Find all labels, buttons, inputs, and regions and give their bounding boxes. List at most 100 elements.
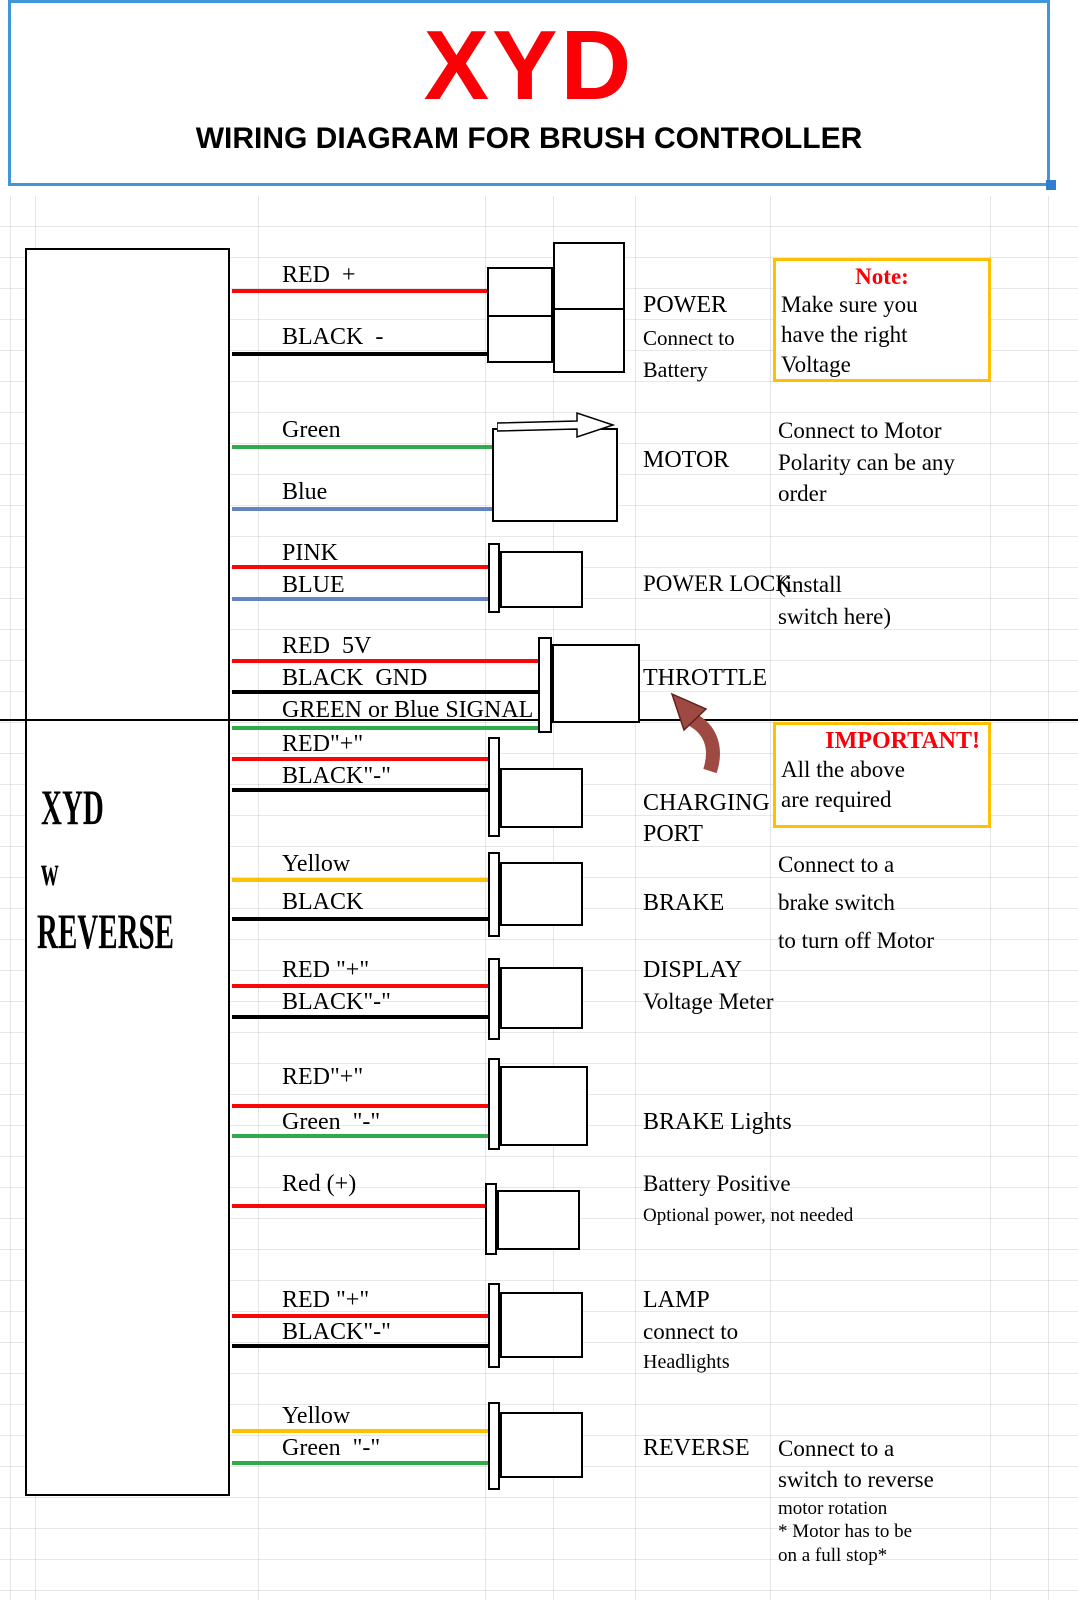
gridline-vertical (1048, 196, 1049, 1600)
note-line1: Make sure you (781, 292, 918, 317)
curved-up-arrow-icon (670, 692, 720, 774)
wire-red-battpos (232, 1204, 485, 1208)
wire-red-throttle (232, 659, 540, 663)
important-line2: are required (781, 787, 892, 812)
wire-blue-motor (232, 507, 492, 511)
lamp-label-line2: connect to (643, 1319, 739, 1344)
wire-label-black-lamp: BLACK"-" (282, 1319, 391, 1345)
reverse-label: REVERSE (643, 1435, 750, 1461)
gridline-vertical (990, 196, 991, 1600)
wire-label-pink: PINK (282, 540, 339, 566)
motor-connector (492, 428, 618, 522)
wire-green-brakelights (232, 1134, 488, 1138)
reverse-connector-pin (488, 1402, 500, 1490)
power-lock-label: POWER LOCK (643, 571, 792, 596)
charging-label-line2: PORT (643, 821, 703, 847)
display-connector-body (500, 967, 583, 1029)
wire-label-yellow-brake: Yellow (282, 851, 351, 877)
reverse-connector-body (500, 1412, 583, 1478)
lock-connector-body (500, 551, 583, 608)
motor-desc2: Polarity can be any (778, 450, 955, 475)
important-title: IMPORTANT! (825, 728, 980, 754)
wire-label-red-charging: RED"+" (282, 731, 364, 757)
wire-label-black-charging: BLACK"-" (282, 763, 391, 789)
brakelights-label: BRAKE Lights (643, 1109, 792, 1135)
lock-connector-pin (488, 543, 500, 613)
wire-green-reverse (232, 1461, 488, 1465)
wire-label-red-battpos: Red (+) (282, 1171, 357, 1197)
reverse-desc5: on a full stop* (778, 1545, 888, 1566)
reverse-desc1: Connect to a (778, 1436, 895, 1461)
lamp-label-line3: Headlights (643, 1351, 730, 1373)
wire-blue-lock (232, 597, 488, 601)
brand-logo-text: XYD (423, 10, 635, 120)
wire-label-red-lamp: RED "+" (282, 1287, 370, 1313)
wire-green-throttle (232, 726, 540, 730)
wire-label-red-plus: RED + (282, 262, 356, 288)
wire-red-charging (232, 757, 488, 761)
gridline-vertical (485, 196, 486, 1600)
reverse-desc4: * Motor has to be (778, 1521, 913, 1542)
connector-divider (553, 307, 625, 310)
wire-label-blue-lock: BLUE (282, 572, 345, 598)
lamp-connector-pin (488, 1283, 500, 1368)
note-title: Note: (855, 264, 909, 289)
battpos-label: Battery Positive (643, 1171, 791, 1196)
battpos-sub: Optional power, not needed (643, 1205, 854, 1226)
power-label: POWER (643, 292, 727, 318)
note-line2: have the right (781, 322, 908, 347)
gridline-vertical (770, 196, 771, 1600)
lamp-connector-body (500, 1292, 583, 1358)
throttle-connector-body (552, 644, 640, 723)
throttle-label: THROTTLE (643, 665, 767, 691)
power-sub2: Battery (643, 357, 708, 382)
wire-black-brake (232, 917, 488, 921)
lock-desc1: (install (778, 572, 842, 597)
wire-yellow-brake (232, 878, 488, 882)
wire-red-display (232, 984, 488, 988)
wire-red-lamp (232, 1314, 488, 1318)
important-box: IMPORTANT! All the above are required (773, 722, 991, 828)
power-connector-small (487, 267, 553, 363)
note-line3: Voltage (781, 352, 851, 377)
brake-connector-pin (488, 852, 500, 937)
brake-desc2: brake switch (778, 890, 895, 915)
brakelights-connector-body (500, 1066, 588, 1146)
brake-desc3: to turn off Motor (778, 928, 935, 953)
wire-label-red-5v: RED 5V (282, 633, 372, 659)
wire-label-yellow-reverse: Yellow (282, 1403, 351, 1429)
wire-red-brakelights (232, 1104, 488, 1108)
controller-label-line3: REVERSE (37, 903, 174, 959)
display-label-line1: DISPLAY (643, 957, 743, 983)
note-box: Note: Make sure you have the right Volta… (773, 258, 991, 382)
wire-label-black-minus: BLACK - (282, 324, 384, 350)
controller-label-line2: w (41, 849, 59, 895)
wire-black-lamp (232, 1344, 488, 1348)
brake-connector-body (500, 862, 583, 926)
brakelights-connector-pin (488, 1058, 500, 1150)
wire-green-motor (232, 445, 492, 449)
controller-box: XYD w REVERSE (25, 248, 230, 1496)
wire-label-black-gnd: BLACK GND (282, 665, 428, 691)
reverse-desc3: motor rotation (778, 1498, 888, 1519)
wire-label-green: Green (282, 417, 341, 443)
charging-label-line1: CHARGING (643, 790, 770, 816)
gridline-vertical (258, 196, 259, 1600)
page-title: WIRING DIAGRAM FOR BRUSH CONTROLLER (195, 121, 863, 155)
gridline-vertical (635, 196, 636, 1600)
wire-black-display (232, 1015, 488, 1019)
battpos-connector-body (497, 1190, 580, 1250)
lock-desc2: switch here) (778, 604, 892, 629)
throttle-connector-pin (538, 637, 552, 733)
connector-divider (487, 315, 553, 317)
wire-label-green-reverse: Green "-" (282, 1435, 381, 1461)
brake-label: BRAKE (643, 890, 725, 916)
wire-pink-lock (232, 565, 488, 569)
important-line1: All the above (781, 757, 905, 782)
motor-label: MOTOR (643, 447, 730, 473)
wire-black-power (232, 352, 487, 356)
battpos-connector-pin (485, 1183, 497, 1255)
wire-red-power (232, 289, 487, 293)
right-arrow-icon (497, 411, 615, 439)
